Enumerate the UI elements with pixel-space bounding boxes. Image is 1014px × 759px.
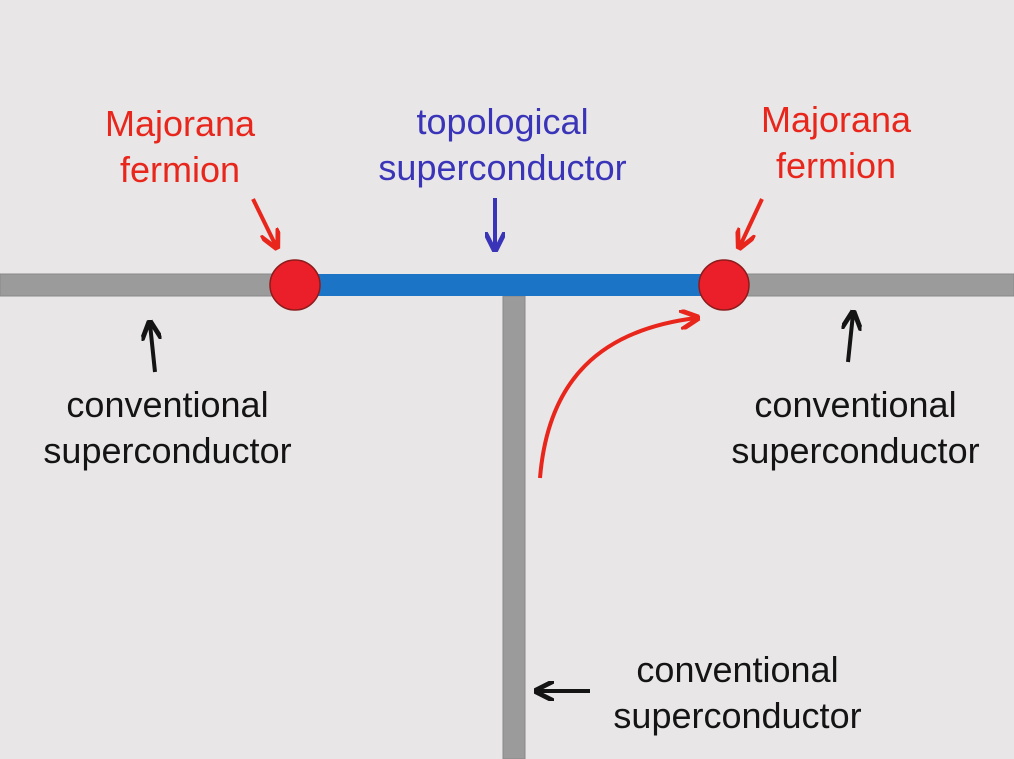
- majorana-label-right: Majorana fermion: [746, 97, 926, 189]
- majorana-left-line1: Majorana: [104, 103, 256, 144]
- topological-label: topological superconductor: [360, 99, 645, 191]
- vertical-conventional-wire: [502, 295, 526, 759]
- majorana-right-arrow: [740, 198, 764, 246]
- conventional-left-line2: superconductor: [43, 430, 292, 471]
- braiding-curved-arrow: [538, 318, 696, 479]
- conventional-bottom-line2: superconductor: [613, 695, 862, 736]
- topological-line2: superconductor: [378, 147, 627, 188]
- conventional-label-left: conventional superconductor: [20, 382, 315, 474]
- majorana-right-line2: fermion: [775, 145, 897, 186]
- majorana-label-left: Majorana fermion: [90, 101, 270, 193]
- topological-line1: topological: [416, 101, 589, 142]
- conventional-left-arrow: [150, 324, 155, 373]
- topological-wire: [296, 274, 724, 296]
- conventional-right-arrow: [848, 314, 853, 363]
- majorana-dot-right: [698, 259, 750, 311]
- conventional-bottom-line1: conventional: [636, 649, 839, 690]
- conventional-label-bottom: conventional superconductor: [590, 647, 885, 739]
- conventional-left-line1: conventional: [66, 384, 269, 425]
- majorana-left-arrow: [251, 198, 276, 246]
- right-conventional-wire: [723, 273, 1014, 297]
- conventional-right-line2: superconductor: [731, 430, 980, 471]
- left-conventional-wire: [0, 273, 297, 297]
- majorana-left-line2: fermion: [119, 149, 241, 190]
- majorana-dot-left: [269, 259, 321, 311]
- conventional-label-right: conventional superconductor: [708, 382, 1003, 474]
- conventional-right-line1: conventional: [754, 384, 957, 425]
- majorana-right-line1: Majorana: [760, 99, 912, 140]
